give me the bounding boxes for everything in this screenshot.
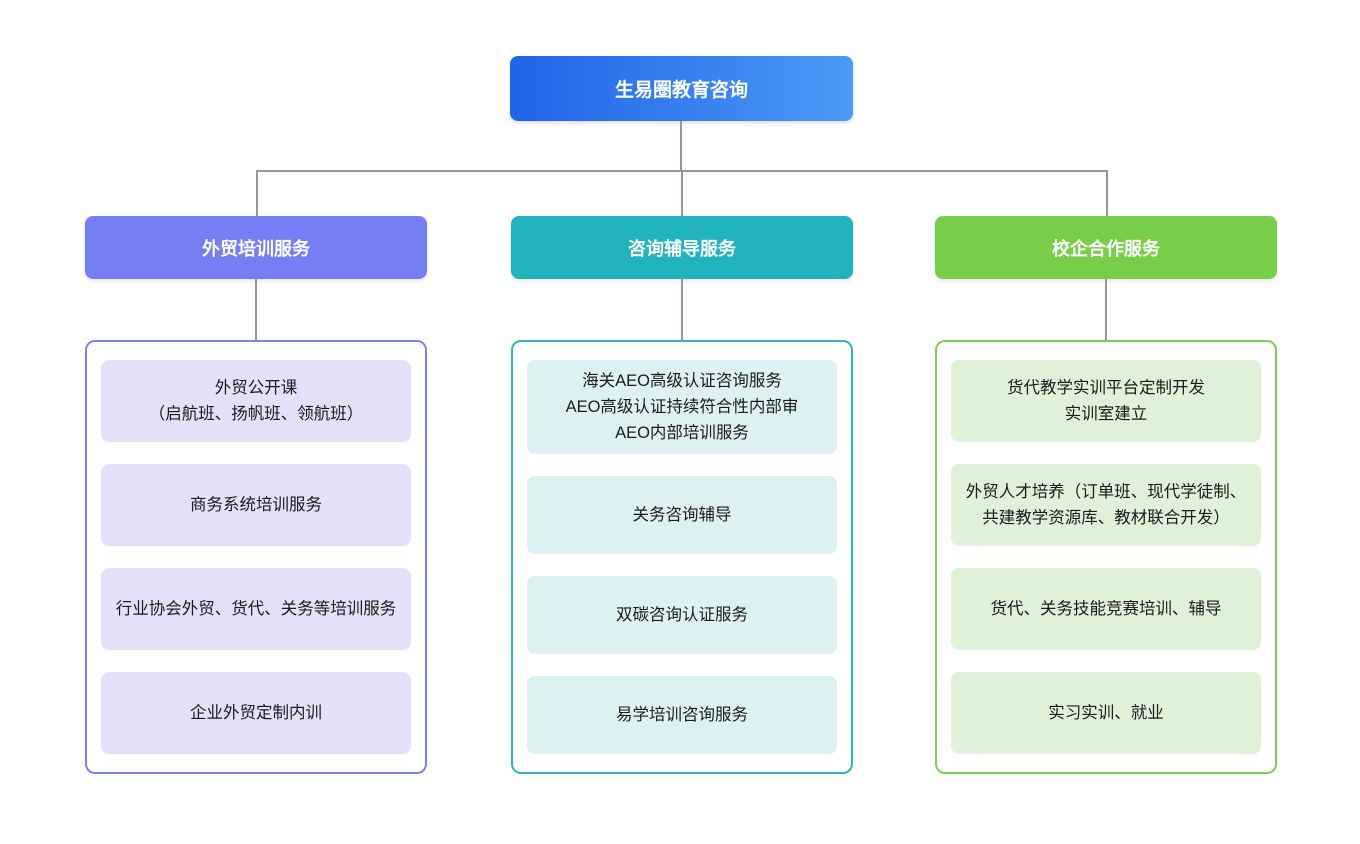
- branch-column-trade-training: 外贸培训服务 外贸公开课 （启航班、扬帆班、领航班） 商务系统培训服务 行业协会…: [85, 216, 427, 774]
- root-node-label: 生易圈教育咨询: [614, 80, 748, 101]
- service-item: 货代、关务技能竞赛培训、辅导: [951, 568, 1261, 650]
- service-item: 行业协会外贸、货代、关务等培训服务: [101, 568, 411, 650]
- service-item: 企业外贸定制内训: [101, 672, 411, 754]
- service-item: 海关AEO高级认证咨询服务 AEO高级认证持续符合性内部审 AEO内部培训服务: [527, 360, 837, 454]
- connector-line-branch-3: [1106, 170, 1108, 216]
- connector-line-branch-2: [681, 170, 683, 216]
- service-item: 实习实训、就业: [951, 672, 1261, 754]
- branch-container-consulting: 海关AEO高级认证咨询服务 AEO高级认证持续符合性内部审 AEO内部培训服务 …: [511, 340, 853, 774]
- service-item: 易学培训咨询服务: [527, 676, 837, 754]
- service-item: 关务咨询辅导: [527, 476, 837, 554]
- root-node: 生易圈教育咨询: [510, 56, 853, 121]
- service-item: 双碳咨询认证服务: [527, 576, 837, 654]
- branch-header-school-enterprise: 校企合作服务: [935, 216, 1277, 279]
- branch-column-consulting: 咨询辅导服务 海关AEO高级认证咨询服务 AEO高级认证持续符合性内部审 AEO…: [511, 216, 853, 774]
- branch-header-label: 校企合作服务: [1052, 238, 1160, 259]
- service-item: 外贸人才培养（订单班、现代学徒制、共建教学资源库、教材联合开发）: [951, 464, 1261, 546]
- branch-container-trade-training: 外贸公开课 （启航班、扬帆班、领航班） 商务系统培训服务 行业协会外贸、货代、关…: [85, 340, 427, 774]
- branch-header-label: 咨询辅导服务: [628, 238, 736, 259]
- service-item: 商务系统培训服务: [101, 464, 411, 546]
- connector-line-branch-1: [256, 170, 258, 216]
- branch-column-school-enterprise: 校企合作服务 货代教学实训平台定制开发 实训室建立 外贸人才培养（订单班、现代学…: [935, 216, 1277, 774]
- connector-line: [255, 279, 257, 340]
- connector-line: [681, 279, 683, 340]
- branch-container-school-enterprise: 货代教学实训平台定制开发 实训室建立 外贸人才培养（订单班、现代学徒制、共建教学…: [935, 340, 1277, 774]
- branch-header-label: 外贸培训服务: [202, 238, 310, 259]
- branch-header-trade-training: 外贸培训服务: [85, 216, 427, 279]
- branch-header-consulting: 咨询辅导服务: [511, 216, 853, 279]
- connector-line: [1105, 279, 1107, 340]
- connector-line-root: [680, 121, 682, 170]
- service-item: 货代教学实训平台定制开发 实训室建立: [951, 360, 1261, 442]
- service-item: 外贸公开课 （启航班、扬帆班、领航班）: [101, 360, 411, 442]
